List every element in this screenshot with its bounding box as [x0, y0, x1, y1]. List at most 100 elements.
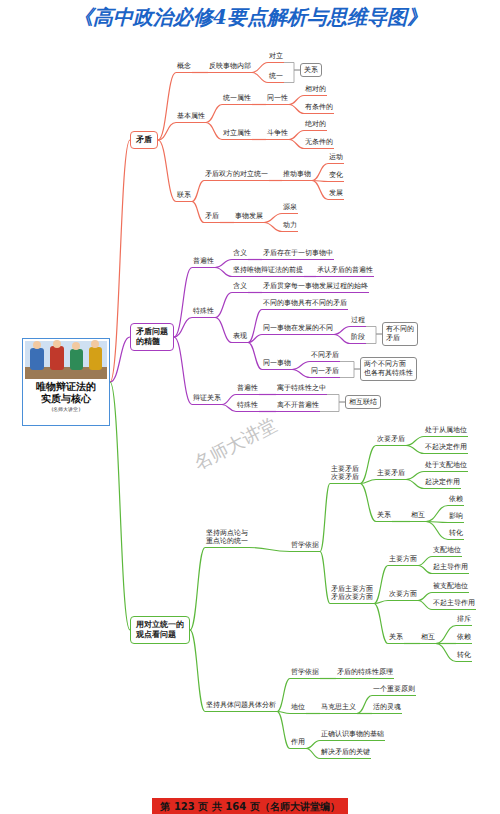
topic-label: 变化: [328, 171, 344, 182]
figure-robe: [50, 346, 64, 370]
branch-connector: [248, 310, 262, 343]
node-text: 次要方面: [389, 590, 417, 598]
node-text: 相互: [421, 633, 435, 641]
topic-label: 运动: [328, 153, 344, 164]
node-text: 用对立统一的 观点看问题: [136, 620, 184, 639]
node-text: 两个不同方面 也各有其特殊性: [364, 360, 413, 377]
figure-head: [33, 341, 41, 349]
branch-connector: [215, 293, 232, 318]
node-text: 阶段: [351, 333, 365, 341]
branch-connector: [222, 405, 236, 412]
topic-label: 被支配地位: [432, 582, 469, 593]
branch-connector: [248, 292, 262, 293]
branch-connector: [392, 521, 410, 522]
branch-connector: [252, 63, 268, 73]
node-text: (名师大讲堂): [25, 406, 107, 413]
node-text: 起决定作用: [425, 478, 460, 486]
topic-label: 矛盾双方的对立统一: [204, 170, 269, 181]
node-text: 含义: [233, 249, 247, 257]
topic-label: 依赖: [456, 633, 472, 644]
note-box: 有不同的 矛盾: [382, 322, 418, 346]
node-text: 主要矛盾: [377, 469, 405, 477]
topic-label: 发展: [328, 189, 344, 200]
node-text: 相互联结: [349, 398, 377, 406]
topic-label: 起主导作用: [432, 563, 469, 574]
topic-label: 依赖: [448, 495, 464, 506]
branch-connector: [215, 318, 232, 343]
node-text: 坚持两点论与 重点论的统一: [206, 529, 248, 546]
node-text: 变化: [329, 171, 343, 179]
node-text: 处于从属地位: [425, 426, 467, 434]
node-text: 作用: [291, 738, 305, 746]
node-text: 统一: [269, 72, 283, 80]
branch-connector: [292, 362, 310, 370]
figure-robe: [30, 348, 44, 370]
bracket-connector: [327, 395, 345, 403]
topic-label: 辩证关系: [192, 394, 222, 405]
node-text: 概念: [177, 62, 191, 70]
branch-connector: [360, 484, 376, 522]
node-text: 承认矛盾的普遍性: [317, 266, 373, 274]
node-text: 源泉: [283, 203, 297, 211]
branch-connector: [360, 480, 376, 484]
branch-connector: [248, 343, 262, 370]
branch-connector: [312, 181, 328, 200]
topic-label: 不起决定作用: [424, 443, 468, 454]
node-text: 影响: [449, 512, 463, 520]
topic-label: 承认矛盾的普遍性: [316, 266, 374, 277]
topic-label: 特殊性: [236, 401, 259, 412]
node-text: 一个重要原则: [373, 685, 415, 693]
figure-head: [91, 340, 99, 348]
bracket-connector: [320, 402, 345, 412]
branch-connector: [252, 104, 266, 105]
topic-label: 矛盾: [204, 212, 220, 223]
node-text: 坚持具体问题具体分析: [206, 701, 276, 709]
node-text: 动力: [283, 221, 297, 229]
topic-label: 坚持两点论与 重点论的统一: [205, 529, 249, 549]
topic-label: 相互: [420, 633, 436, 644]
branch-connector: [248, 335, 262, 343]
node-text: 矛盾主要方面 矛盾次要方面: [331, 585, 373, 602]
node-text: 支配地位: [433, 546, 461, 554]
branch-connector: [215, 268, 232, 277]
topic-label: 离不开普遍性: [276, 401, 320, 412]
node-text: 活的灵魂: [373, 703, 401, 711]
node-text: 关系: [304, 66, 318, 74]
topic-label: 统一: [268, 72, 284, 83]
topic-label: 一个重要原则: [372, 685, 416, 696]
topic-label: 同一事物: [262, 359, 292, 370]
branch-connector: [264, 223, 282, 232]
branch-connector: [334, 327, 350, 335]
topic-label: 无条件的: [304, 138, 334, 149]
node-text: 矛盾: [136, 135, 152, 144]
branch-connector: [158, 73, 176, 141]
branch-connector: [222, 395, 236, 405]
branch-connector: [436, 644, 456, 662]
branch-connector: [289, 140, 304, 149]
node-text: 同一事物在发展的不同: [263, 324, 333, 332]
branch-connector: [406, 472, 424, 480]
node-text: 反映事物内部: [209, 62, 251, 70]
topic-label: 关系: [388, 633, 404, 644]
branch-connector: [418, 593, 432, 601]
node-text: 普遍性: [193, 257, 214, 265]
node-text: 有条件的: [305, 103, 333, 111]
branch-connector: [289, 131, 304, 140]
branch-connector: [110, 337, 130, 382]
topic-label: 排斥: [456, 615, 472, 626]
branch-connector: [248, 259, 262, 260]
topic-label: 不同矛盾: [310, 351, 340, 362]
branch-connector: [436, 626, 456, 644]
branch-connector: [264, 214, 282, 223]
node-text: 运动: [329, 153, 343, 161]
branch-box: 矛盾问题 的精髓: [130, 323, 174, 350]
topic-label: 对立: [268, 52, 284, 63]
illustration-ground: [25, 341, 107, 379]
branch-connector: [406, 480, 424, 489]
branch-connector: [110, 140, 130, 382]
branch-connector: [418, 601, 432, 610]
branch-connector: [259, 394, 276, 395]
node-text: 依赖: [457, 633, 471, 641]
node-text: 马克思主义: [321, 703, 356, 711]
